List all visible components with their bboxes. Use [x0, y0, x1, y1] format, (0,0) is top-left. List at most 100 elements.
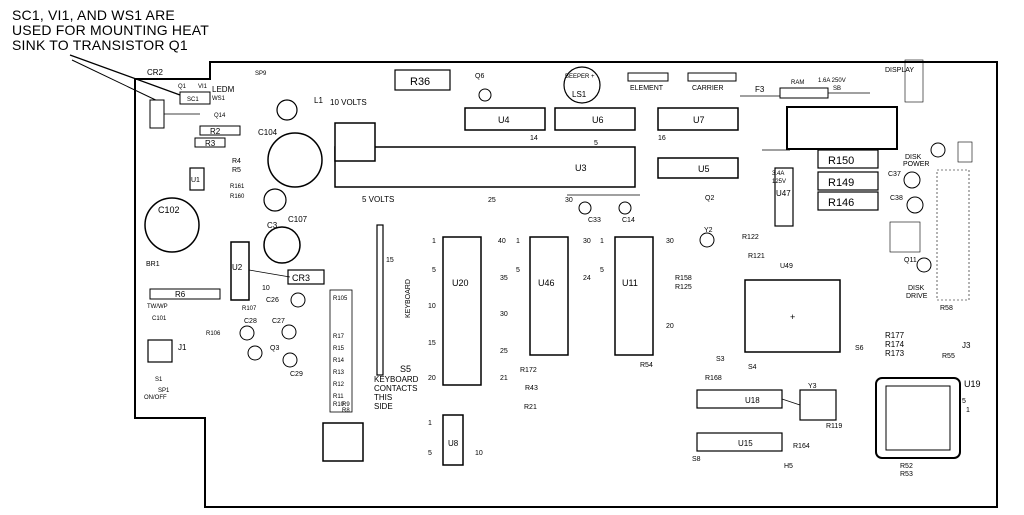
capacitor-c27 [281, 324, 297, 340]
resistor-r14-label: R14 [333, 358, 345, 364]
ic-u18: U18 [696, 389, 783, 409]
resistor-r122-label: R122 [742, 234, 759, 241]
fuse-f3 [779, 87, 829, 99]
capacitor-c27-label: C27 [272, 318, 285, 325]
transistor-q3-label: Q3 [270, 345, 279, 352]
resistor-r3-label: R3 [205, 139, 216, 148]
keyboard-label: KEYBOARD [405, 279, 412, 318]
pin-20-u11: 20 [666, 323, 674, 330]
ic-center-mark: + [790, 312, 795, 322]
bridge-br1-label: BR1 [146, 261, 160, 268]
capacitor-c101-label: C101 [152, 316, 167, 322]
ic-u49-label: U49 [780, 263, 793, 270]
ic-u2: U2 [230, 241, 250, 301]
pin-30-u20: 30 [500, 311, 508, 318]
pin-40-u20: 40 [498, 238, 506, 245]
ic-u7-label: U7 [693, 115, 705, 125]
mounting-note-line2: USED FOR MOUNTING HEAT [12, 22, 210, 38]
pin-10-u2: 10 [262, 285, 270, 292]
capacitor-c26-label: C26 [266, 297, 279, 304]
resistor-r150-label: R150 [828, 155, 854, 167]
resistor-r168-label: R168 [705, 375, 722, 382]
capacitor-c33-label: C33 [588, 217, 601, 224]
fuse-sb-label: SB [833, 86, 841, 92]
pin-5-u11: 5 [600, 267, 604, 274]
ic-u4: U4 [464, 107, 546, 131]
carrier-label: CARRIER [692, 85, 724, 92]
resistor-r160-label: R160 [230, 194, 245, 200]
resistor-r146 [817, 191, 879, 211]
pin-5-u46: 5 [516, 267, 520, 274]
resistor-r6-label: R6 [175, 290, 186, 299]
resistor-r3 [194, 137, 226, 148]
capacitor-c107-label: C107 [288, 215, 308, 224]
diode-cr3-label: CR3 [292, 273, 310, 283]
resistor-r55-label: R55 [942, 353, 955, 360]
resistor-r125-label: R125 [675, 284, 692, 291]
test-pad-column [889, 59, 973, 301]
ic-u20: U20 [442, 236, 482, 386]
switch-s1-label: S1 [155, 377, 163, 383]
ic-u6-label: U6 [592, 115, 604, 125]
h5-label: H5 [784, 463, 793, 470]
vi1-label: VI1 [198, 84, 208, 90]
capacitor-c28-label: C28 [244, 318, 257, 325]
resistor-r119-label: R119 [826, 423, 842, 430]
resistor-r2-label: R2 [210, 127, 221, 136]
capacitor-c104 [267, 132, 323, 188]
resistor-r11-label: R11 [333, 394, 344, 400]
power-label: POWER [903, 161, 929, 168]
regulator-block-2 [322, 422, 364, 462]
capacitor-c107 [263, 188, 287, 212]
ic-u1: U1 [189, 167, 205, 191]
resistor-r13-label: R13 [333, 370, 345, 376]
resistor-r6 [149, 288, 221, 300]
connector-block [786, 106, 898, 150]
transistor-q11 [916, 257, 932, 273]
pin-10-u8: 10 [475, 450, 483, 457]
sp9-label: SP9 [255, 71, 267, 77]
fuse-f3-label: F3 [755, 85, 765, 94]
resistor-stack: R105 R17 R15 R14 R13 R12 R11 R10 R9 R8 [329, 289, 353, 414]
five-volts-label: 5 VOLTS [362, 195, 394, 204]
crystal-y3-body [799, 389, 837, 421]
jack-j1-label: J1 [178, 343, 187, 352]
resistor-r121-label: R121 [748, 253, 765, 260]
pin-30-u46: 30 [583, 238, 591, 245]
resistor-r2 [199, 125, 241, 136]
ic-u6: U6 [554, 107, 636, 131]
resistor-r173-label: R173 [885, 349, 905, 358]
resistor-r21-label: R21 [524, 404, 537, 411]
ic-u19-label: U19 [964, 379, 981, 389]
pin-30-u3: 30 [565, 197, 573, 204]
note-pointer-line [69, 54, 181, 96]
ic-u11-label: U11 [622, 278, 638, 288]
sp1-label: SP1 [158, 388, 170, 394]
pin-15-keyboard: 15 [386, 257, 394, 264]
resistor-r172-label: R172 [520, 367, 537, 374]
trace-lines [164, 92, 870, 406]
ic-u19: U19 [875, 377, 981, 459]
ic-u2-label: U2 [232, 263, 243, 272]
resistor-r150 [817, 149, 879, 169]
capacitor-c28 [239, 325, 255, 341]
transistor-q1-label: Q1 [178, 84, 187, 90]
ledm-label: LEDM [212, 85, 235, 94]
ic-u18-label: U18 [745, 396, 760, 405]
resistor-r106-label: R106 [206, 331, 221, 337]
capacitor-c3 [263, 226, 301, 264]
resistor-r158-label: R158 [675, 275, 692, 282]
resistor-r53-label: R53 [900, 471, 913, 478]
resistor-r164-label: R164 [793, 443, 810, 450]
pin-15-u20: 15 [428, 340, 436, 347]
resistor-r105-label: R105 [333, 296, 348, 302]
resistor-r43-label: R43 [525, 385, 538, 392]
tw-wp-label: TW/WP [147, 304, 168, 310]
pin-30-u11: 30 [666, 238, 674, 245]
resistor-r5-label: R5 [232, 167, 241, 174]
board-outline [134, 61, 998, 508]
carrier-connector [687, 72, 737, 82]
pin-5-u20: 5 [432, 267, 436, 274]
rating-label: 3.4A [772, 171, 784, 177]
ic-u49-package: + U49 [744, 263, 841, 353]
